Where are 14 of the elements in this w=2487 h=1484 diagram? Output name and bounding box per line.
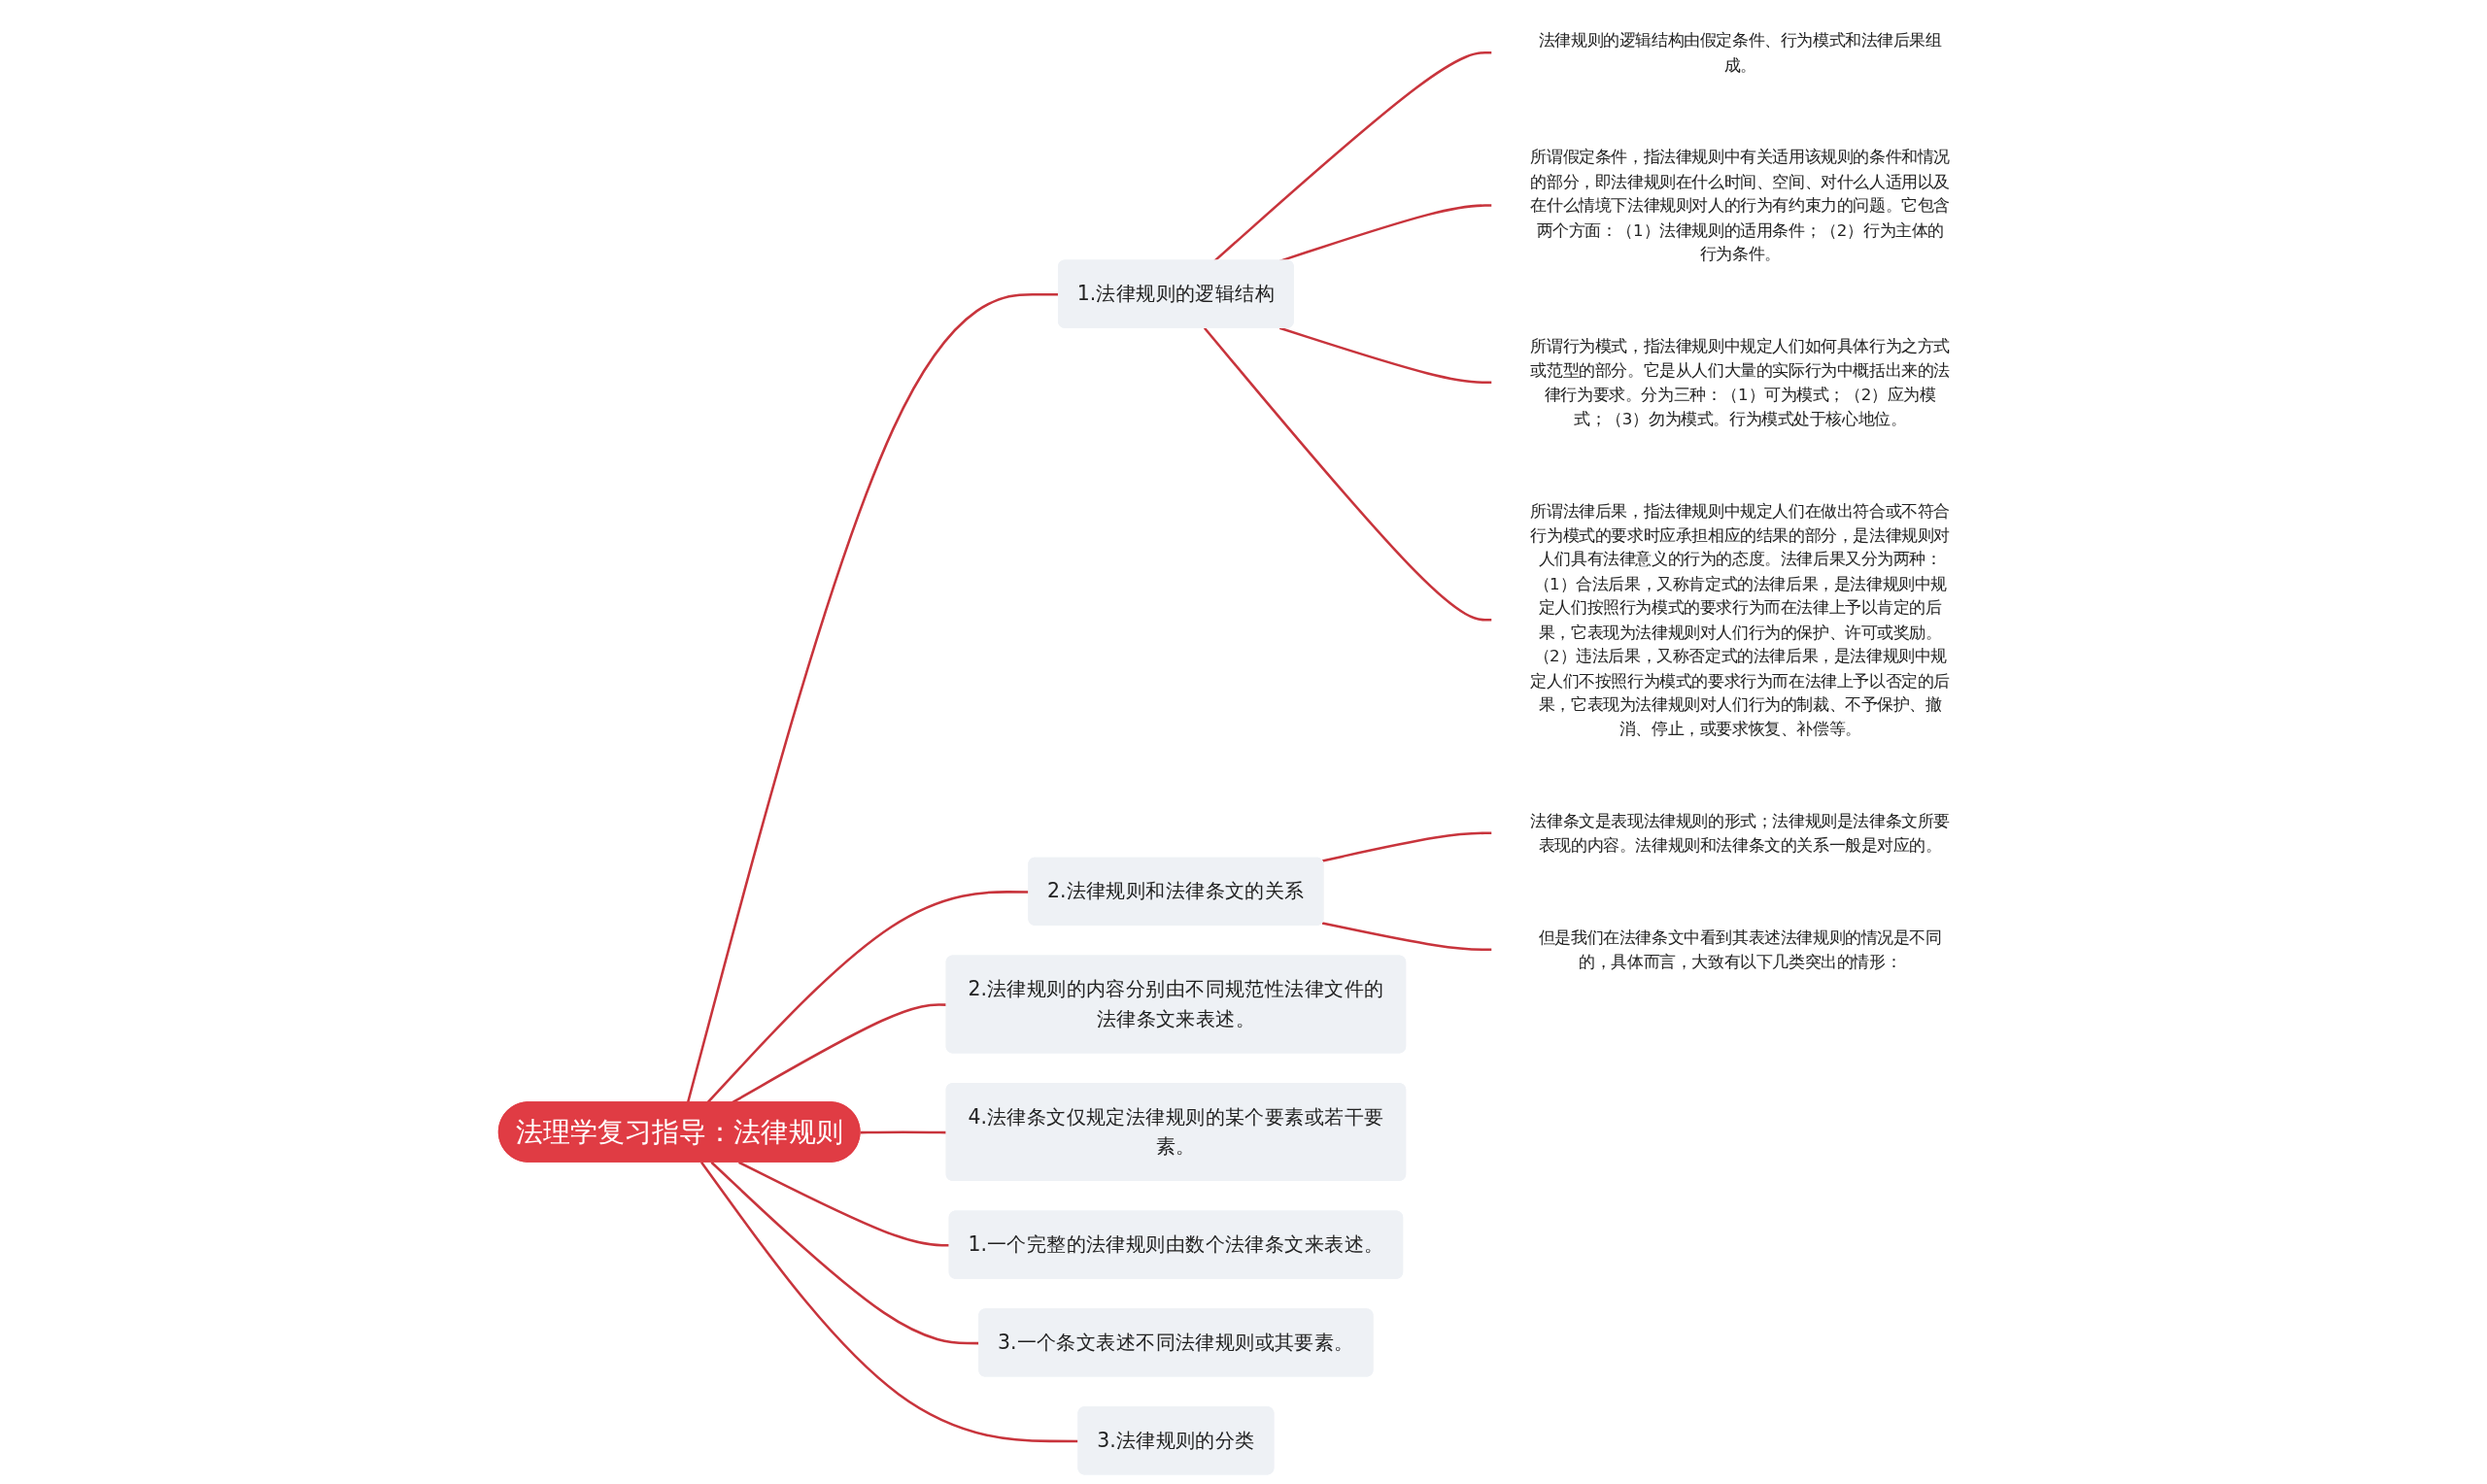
connector bbox=[1321, 831, 1492, 862]
connector bbox=[738, 1161, 950, 1247]
connector bbox=[1278, 326, 1492, 385]
node-text: 但是我们在法律条文中看到其表述法律规则的情况是不同的，具体而言，大致有以下几类突出的情形： bbox=[1538, 928, 1942, 971]
node-text: 法律规则的逻辑结构由假定条件、行为模式和法律后果组成。 bbox=[1538, 30, 1942, 74]
node-text: 所谓假定条件，指法律规则中有关适用该规则的条件和情况的部分，即法律规则在什么时间、空间、对什么人适用以及在什么情境下法律规则对人的行为有约束力的问题。它包含两个方面：（1）法律规则的适用条件；（2）行为主体的行为条件。 bbox=[1530, 147, 1950, 263]
node-text: 所谓行为模式，指法律规则中规定人们如何具体行为之方式或范型的部分。它是从人们大量的实际行为中概括出来的法律行为要求。分为三种：（1）可为模式；（2）应为模式；（3）勿为模式。行为模式处于核心地位。 bbox=[1530, 336, 1950, 428]
node-text: 法律条文是表现法律规则的形式；法律规则是法律条文所要表现的内容。法律规则和法律条文的关系一般是对应的。 bbox=[1530, 811, 1950, 855]
connector bbox=[860, 1130, 947, 1134]
connector bbox=[700, 1162, 1079, 1443]
connector bbox=[1213, 51, 1492, 262]
connector bbox=[1321, 922, 1492, 952]
node-text: 所谓法律后果，指法律规则中规定人们在做出符合或不符合行为模式的要求时应承担相应的结果的部分，是法律规则对人们具有法律意义的行为的态度。法律后果又分为两种：（1）合法后果，又称肯定式的法律后果，是法律规则中规定人们按照行为模式的要求行为而在法律上予以肯定的后果，它表现为法律规则对人们行为的保护、许可或奖励。（2）违法后果，又称否定式的法律后果，是法律规则中规定人们不按照行为模式的要求行为而在法律上予以否定的后果，它表现为法律规则对人们行为的制裁、不予保护、撤消、停止，或要求恢复、补偿等。 bbox=[1530, 501, 1950, 738]
connector bbox=[1203, 327, 1492, 622]
